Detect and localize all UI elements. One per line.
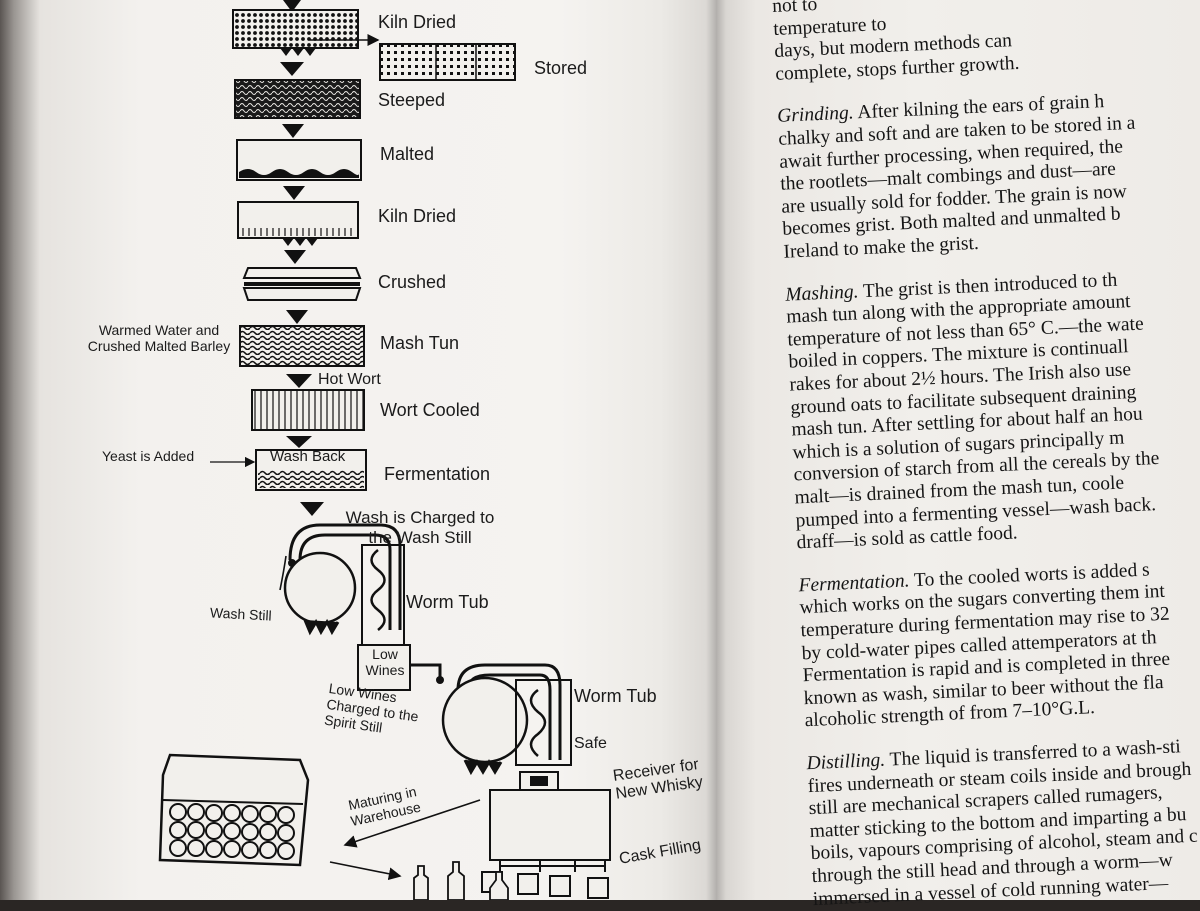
fire-icon [282,238,318,246]
worm-tub-1 [361,544,405,646]
label-worm-tub: Worm Tub [406,592,489,612]
label-steeped: Steeped [378,90,446,110]
worm-coil-2 [529,688,547,757]
down-arrow-icon [283,0,301,12]
down-arrow-icon [286,436,312,448]
worm-tub-2 [515,679,572,766]
wort-cooled-box [251,389,365,431]
text-span: temperature to [772,13,887,40]
label-kiln-dried: Kiln Dried [378,12,457,32]
right-page [716,0,1200,900]
cask-icon [517,873,539,895]
section-heading: Fermentation. [798,570,910,597]
bottle-icons [413,861,509,900]
label-wash-still: Wash Still [209,604,273,624]
cask-rows [169,803,295,860]
label-malted: Malted [380,144,435,164]
crushed-box [242,267,362,279]
label-warmed-water-line1: Warmed Water and [98,322,220,338]
label-worm-tub-2: Worm Tub [574,686,657,706]
down-arrow-icon [286,374,312,388]
label-crushed: Crushed [378,272,447,292]
label-wash-back: Wash Back [270,448,346,465]
label-low-wines-line1: Low [372,646,398,662]
label-wash-charged-line1: Wash is Charged to [345,508,495,527]
label-yeast-added: Yeast is Added [102,448,195,464]
label-warmed-water-line2: Crushed Malted Barley [87,338,231,354]
text-span: not to [771,0,818,17]
whisky-process-diagram [158,0,611,900]
down-arrow-icon [280,62,304,76]
fire-icon [280,48,316,56]
label-kiln-dried-2: Kiln Dried [378,206,457,226]
stored-box [379,43,516,81]
section-heading: Mashing. [784,280,859,306]
label-wort-cooled: Wort Cooled [380,400,480,420]
fire-icon [303,618,340,636]
kiln-dried-box [232,9,359,49]
low-wines-box [357,644,411,691]
label-warmed-water: Warmed Water and Crushed Malted Barley [84,322,234,354]
down-arrow-icon [284,250,306,264]
section-heading: Grinding. [776,102,855,128]
steeped-box [234,79,361,119]
receiver-box [489,789,611,861]
label-low-wines: Low Wines [360,646,410,678]
down-arrow-icon [300,502,324,516]
mash-tun-box [239,325,365,367]
fire-icon [463,759,503,776]
section-heading: Distilling. [806,749,886,775]
down-arrow-icon [286,310,308,324]
label-low-wines-line2: Wines [365,662,405,678]
spirit-still-pot [441,676,529,764]
text-line: not to [772,0,818,18]
down-arrow-icon [283,186,305,200]
label-stored: Stored [534,58,588,78]
cask-icon [549,875,571,897]
cask-icon [587,877,609,899]
label-wash-charged-line2: the Wash Still [368,528,472,547]
worm-coil [370,549,386,631]
wash-still-pot [283,551,357,625]
down-arrow-icon [282,124,304,138]
label-safe: Safe [574,735,607,752]
label-mash-tun: Mash Tun [380,333,460,353]
label-fermentation: Fermentation [384,464,491,484]
label-hot-wort: Hot Wort [318,371,381,388]
book-gutter [706,0,726,900]
label-wash-charged: Wash is Charged to the Wash Still [335,508,505,548]
